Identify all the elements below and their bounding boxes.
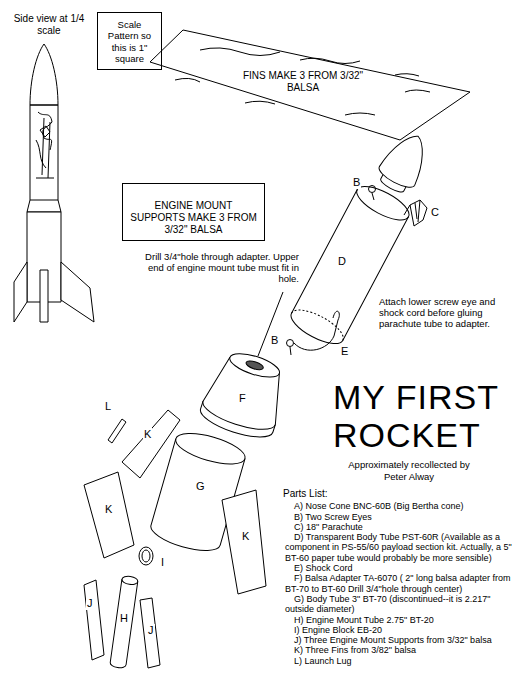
engine-mount-supports (84, 580, 160, 668)
node-text: Scale Pattern so this is 1" square (101, 19, 158, 65)
parts-list-item: G) Body Tube 3" BT-70 (discontinued--it … (283, 594, 517, 615)
parts-list-item: B) Two Screw Eyes (283, 512, 517, 522)
parts-list-item: A) Nose Cone BNC-60B (Big Bertha cone) (283, 501, 517, 511)
parts-list-item: D) Transparent Body Tube PST-60R (Availa… (283, 532, 517, 563)
callout-letter: K (143, 428, 152, 441)
balsa-adapter (197, 345, 294, 444)
parts-list-item: J) Three Engine Mount Supports from 3/32… (283, 635, 517, 645)
node-text: ENGINE MOUNT SUPPORTS MAKE 3 FROM 3/32" … (126, 200, 261, 236)
callout-letter: K (104, 503, 113, 516)
callout-letter: K (241, 530, 250, 543)
scale-pattern-box: Scale Pattern so this is 1" square (97, 12, 162, 70)
parachute (404, 200, 427, 226)
callout-letter: D (337, 255, 347, 268)
caption-note: Side view at 1/4 scale (10, 13, 88, 36)
parts-list-item: K) Three Fins from 3/82" balsa (283, 645, 517, 655)
title: MY FIRST ROCKET (332, 378, 519, 454)
fin-pattern: FINS MAKE 3 FROM 3/32" BALSA (148, 28, 472, 143)
callout-letter: I (160, 556, 165, 569)
node-text: FINS MAKE 3 FROM 3/32" BALSA (228, 70, 378, 94)
callout-letter: J (86, 597, 94, 610)
parts-list-item: L) Launch Lug (283, 656, 517, 666)
parts-list-item: C) 18" Parachute (283, 522, 517, 532)
engine-mount-tube (110, 575, 139, 668)
launch-lug (108, 419, 126, 443)
engine-block (139, 547, 153, 565)
parts-list-heading: Parts List: (283, 489, 517, 499)
side-view-rocket (14, 44, 94, 322)
parts-list-item: F) Balsa Adapter TA-6070 ( 2" long balsa… (283, 573, 517, 594)
leader-line (258, 292, 283, 356)
callout-letter: B (352, 176, 361, 189)
callout-letter: C (430, 206, 440, 219)
callout-letter: J (147, 624, 155, 637)
credit: Approximately recollected by (328, 460, 490, 471)
parts-list-item: H) Engine Mount Tube 2.75" BT-20 (283, 615, 517, 625)
fin-pattern-outline (150, 30, 470, 140)
note: Attach lower screw eye and shock cord be… (378, 297, 512, 330)
parts-list-item: E) Shock Cord (283, 563, 517, 573)
callout-letter: G (195, 480, 206, 493)
callout-letter: H (119, 612, 129, 625)
support-pattern-box: ENGINE MOUNT SUPPORTS MAKE 3 FROM 3/32" … (122, 183, 265, 241)
credit: Peter Alway (328, 472, 490, 483)
parts-list: Parts List: A) Nose Cone BNC-60B (Big Ber… (283, 489, 517, 666)
fins (84, 410, 266, 594)
callout-letter: B (270, 334, 279, 347)
parts-list-item: I) Engine Block EB-20 (283, 625, 517, 635)
callout-letter: L (104, 400, 112, 413)
shock-cord (287, 311, 340, 355)
callout-letter: F (238, 392, 247, 405)
callout-letter: E (340, 345, 349, 358)
note: Drill 3/4"hole through adapter. Upper en… (143, 252, 300, 285)
